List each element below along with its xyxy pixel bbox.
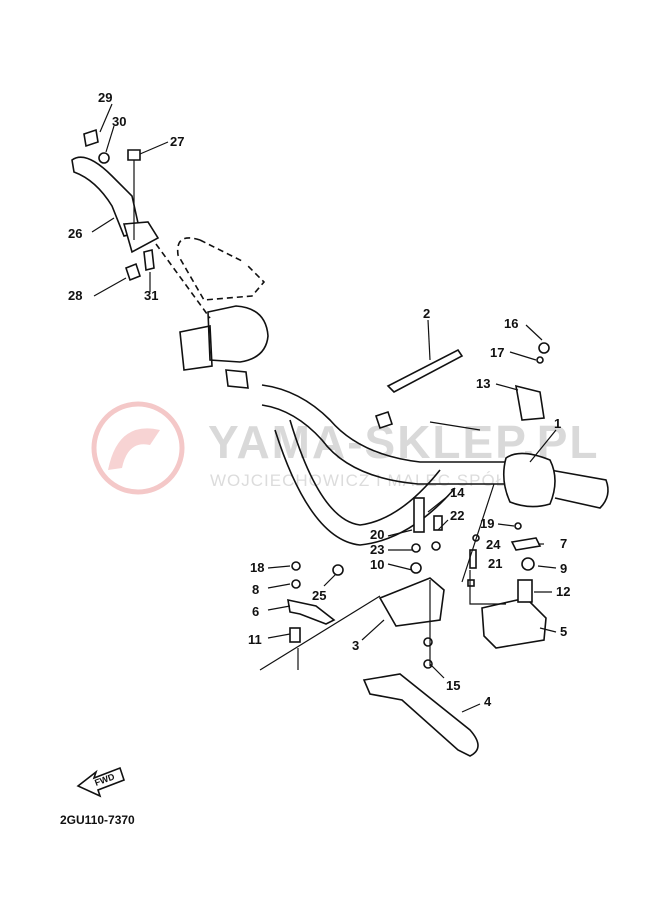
fwd-arrow-icon: FWD	[76, 766, 126, 798]
reference-code: 2GU110-7370	[60, 813, 135, 827]
part-label-25: 25	[312, 588, 326, 603]
part-label-9: 9	[560, 561, 567, 576]
part-label-4: 4	[484, 694, 492, 709]
part-label-29: 29	[98, 90, 112, 105]
watermark-logo	[91, 401, 185, 495]
part-label-6: 6	[252, 604, 259, 619]
switch-assembly	[374, 342, 556, 508]
part-label-10: 10	[370, 557, 384, 572]
upper-lever-assembly	[71, 128, 211, 319]
part-label-30: 30	[112, 114, 126, 129]
watermark-logo-mark	[108, 428, 160, 470]
part-label-26: 26	[68, 226, 82, 241]
part-label-23: 23	[370, 542, 384, 557]
part-label-27: 27	[170, 134, 184, 149]
part-label-7: 7	[560, 536, 567, 551]
cable-strap	[386, 348, 464, 393]
part-label-31: 31	[144, 288, 158, 303]
part-label-22: 22	[450, 508, 464, 523]
part-label-5: 5	[560, 624, 567, 639]
part-label-20: 20	[370, 527, 384, 542]
part-label-24: 24	[486, 537, 501, 552]
part-label-28: 28	[68, 288, 82, 303]
part-label-19: 19	[480, 516, 494, 531]
part-label-1: 1	[554, 416, 561, 431]
part-label-17: 17	[490, 345, 504, 360]
part-label-21: 21	[488, 556, 502, 571]
part-label-2: 2	[423, 306, 430, 321]
watermark-owner: WOJCIECHOWICZ I MALEC SPÓŁKA	[210, 471, 531, 490]
part-label-12: 12	[556, 584, 570, 599]
part-label-3: 3	[352, 638, 359, 653]
leader-lines	[91, 103, 557, 713]
part-label-14: 14	[450, 485, 465, 500]
part-label-18: 18	[250, 560, 264, 575]
part-label-15: 15	[446, 678, 460, 693]
handlebar	[176, 237, 609, 546]
part-label-8: 8	[252, 582, 259, 597]
part-label-11: 11	[248, 632, 262, 647]
part-label-16: 16	[504, 316, 518, 331]
part-labels: 1 2 3 4 5 6 7 8 9 10 11 12 13 14 15 16 1…	[68, 90, 570, 709]
lower-lever-assembly	[259, 483, 547, 757]
part-label-13: 13	[476, 376, 490, 391]
